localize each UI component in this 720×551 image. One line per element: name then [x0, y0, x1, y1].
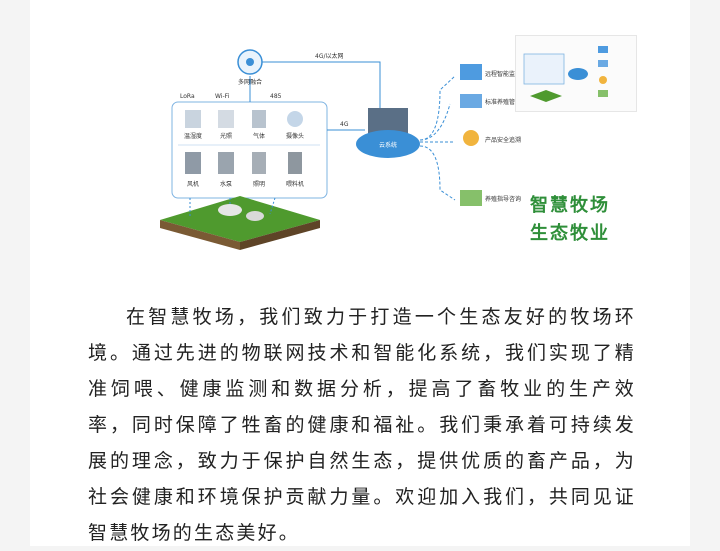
sensor-label: 温湿度 [184, 132, 202, 140]
gas-sensor-icon [252, 110, 266, 128]
thumbnail-diagram-icon [523, 46, 608, 102]
feeder-icon [288, 152, 302, 174]
cloud-server-icon [356, 108, 420, 158]
light-sensor-icon [218, 110, 234, 128]
sensor-label: 气体 [253, 132, 265, 140]
caption-line-1: 智慧牧场 [530, 195, 610, 216]
lighting-icon [252, 152, 266, 174]
service-label: 产品安全追溯 [485, 136, 521, 144]
figure-caption: 智慧牧场 生态牧业 [530, 192, 610, 248]
protocol-wifi: Wi-Fi [215, 93, 230, 100]
iot-architecture-diagram: 多网融合 LoRa Wi-Fi 485 温湿度 光照 气体 摄像头 [160, 49, 521, 250]
network-hub-icon [237, 49, 263, 75]
protocol-485: 485 [270, 93, 282, 100]
service-label: 标准养殖管理 [485, 98, 521, 106]
water-pump-icon [218, 152, 234, 174]
cloud-label: 云系统 [379, 141, 397, 149]
device-label: 喂料机 [286, 180, 304, 188]
sensor-label: 摄像头 [286, 132, 304, 140]
diagram-thumbnail [515, 35, 637, 112]
article-figure: 多网融合 LoRa Wi-Fi 485 温湿度 光照 气体 摄像头 [60, 20, 660, 250]
pasture-icon [160, 196, 320, 250]
device-label: 风机 [187, 180, 199, 188]
camera-icon [287, 111, 303, 127]
protocol-lora: LoRa [180, 93, 195, 100]
temperature-humidity-sensor-icon [185, 110, 201, 128]
remote-monitoring-icon [460, 64, 482, 80]
service-label: 远程智能监控 [485, 70, 521, 78]
breeding-management-icon [460, 94, 482, 108]
device-label: 水泵 [220, 180, 232, 188]
fan-icon [185, 152, 201, 174]
caption-line-2: 生态牧业 [530, 223, 610, 244]
network-mid-label: 4G [340, 121, 349, 128]
article-paragraph: 在智慧牧场，我们致力于打造一个生态友好的牧场环境。通过先进的物联网技术和智能化系… [88, 306, 636, 544]
service-label: 养殖指导咨询 [485, 195, 521, 203]
network-top-label: 4G/以太网 [315, 52, 344, 60]
device-label: 照明 [253, 181, 265, 188]
safety-trace-icon [463, 130, 479, 146]
sensor-label: 光照 [220, 132, 232, 140]
consulting-icon [460, 190, 482, 206]
